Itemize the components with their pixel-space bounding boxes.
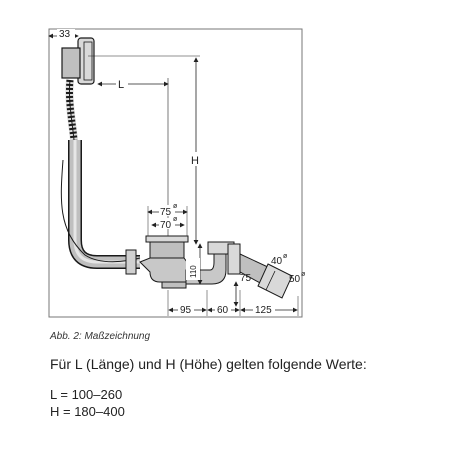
- label-110: 110: [189, 265, 198, 278]
- height-values: H = 180–400: [50, 404, 125, 419]
- flexible-hose: [65, 79, 78, 141]
- dimension-70: 70 ø: [151, 216, 185, 231]
- diameter-symbol-4: ø: [301, 271, 306, 278]
- overflow-head: [61, 37, 95, 85]
- intro-text: Für L (Länge) und H (Höhe) gelten folgen…: [50, 356, 367, 372]
- dimension-110: 110: [186, 243, 203, 285]
- length-values: L = 100–260: [50, 387, 123, 402]
- label-125: 125: [255, 305, 272, 316]
- dimension-33: 33: [48, 29, 79, 40]
- label-40: 40: [271, 256, 283, 267]
- label-70: 70: [160, 220, 172, 231]
- outlet-elbow: [227, 243, 293, 299]
- dimension-H: H: [88, 55, 202, 245]
- label-60: 60: [217, 305, 229, 316]
- bottom-dimensions: 95 60 125: [167, 290, 299, 316]
- overflow-pipe: [60, 140, 141, 269]
- frame-outline: [48, 28, 303, 318]
- label-33: 33: [59, 29, 71, 40]
- dimension-75-upper: 75 ø: [147, 203, 188, 236]
- dimension-75-lower: 75: [233, 273, 252, 307]
- label-75-upper: 75: [160, 207, 172, 218]
- diameter-symbol-3: ø: [283, 253, 288, 260]
- label-95: 95: [180, 305, 192, 316]
- label-50: 50: [289, 274, 301, 285]
- dimension-50: 50 ø: [289, 271, 306, 285]
- pipe-coupling: [125, 249, 137, 275]
- drain-body: [139, 235, 191, 289]
- diameter-symbol-1: ø: [173, 203, 178, 210]
- dimension-40: 40 ø: [271, 253, 288, 267]
- label-75-lower: 75: [240, 273, 252, 284]
- figure-caption: Abb. 2: Maßzeichnung: [50, 331, 151, 342]
- diameter-symbol-2: ø: [173, 216, 178, 223]
- label-L: L: [118, 79, 124, 91]
- label-H: H: [191, 155, 199, 167]
